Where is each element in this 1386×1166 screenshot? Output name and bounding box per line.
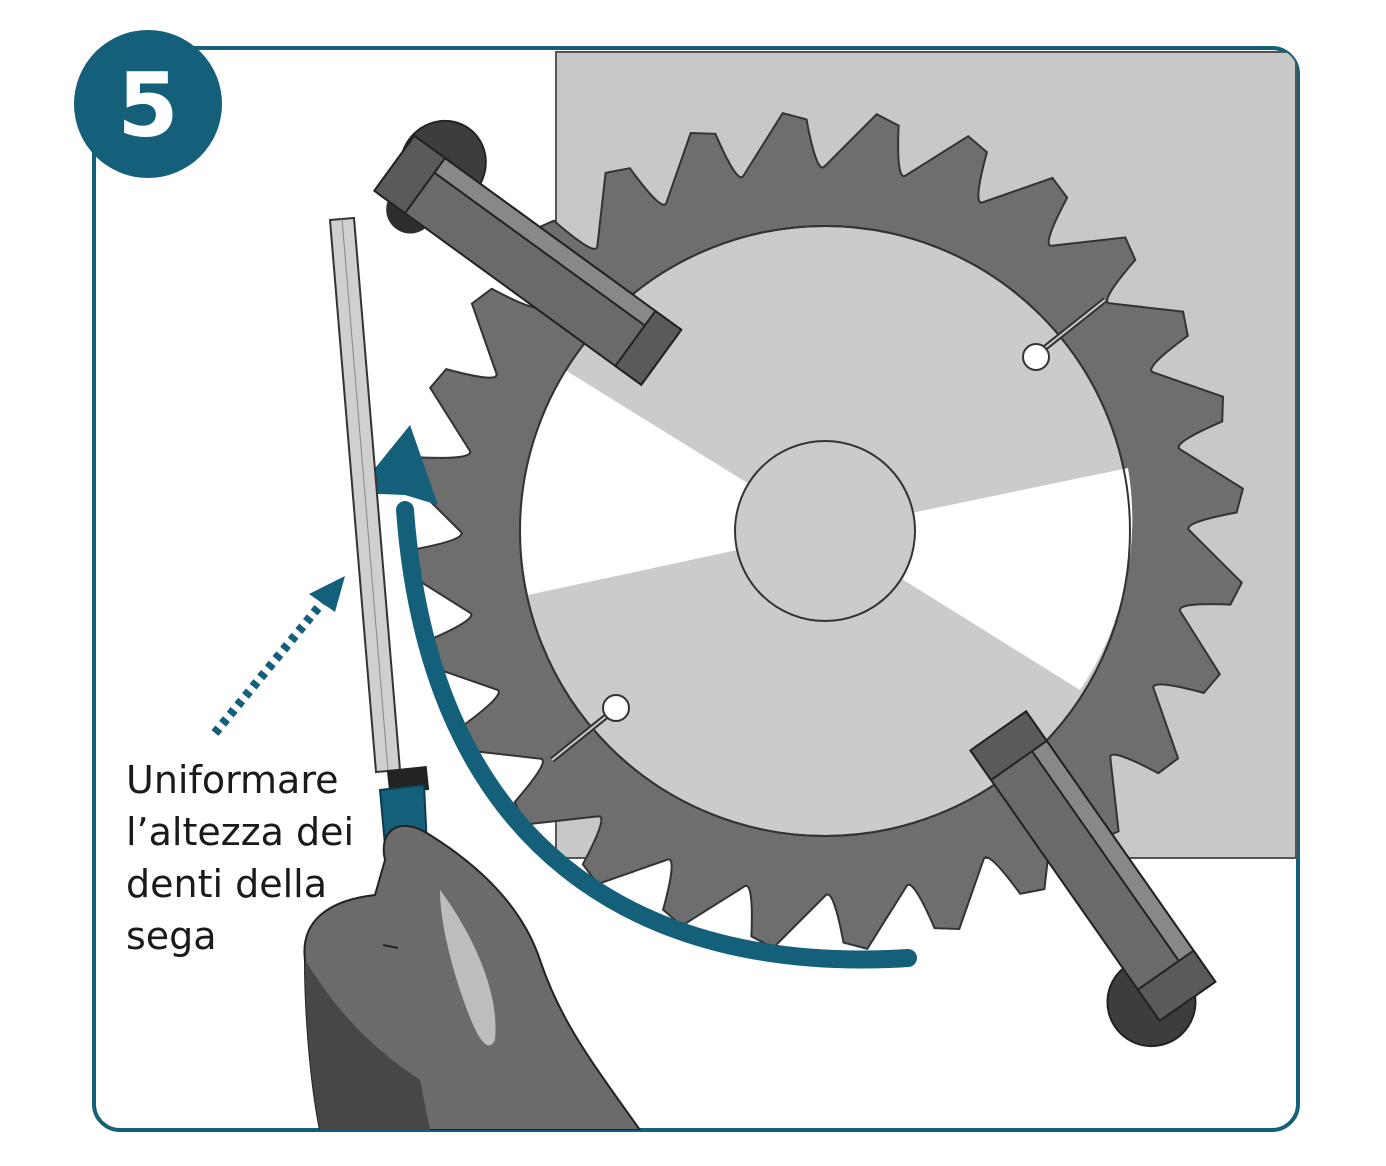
caption-line-3: denti della — [126, 862, 327, 906]
hand-icon — [303, 824, 642, 1130]
caption-line-1: Uniformare — [126, 758, 339, 802]
expansion-slot-lower — [550, 694, 630, 763]
expansion-slot-upper — [1022, 297, 1107, 371]
dotted-direction-arrow-icon — [211, 576, 345, 736]
clamp-icon — [372, 119, 683, 387]
caption: Uniformare l’altezza dei denti della seg… — [126, 758, 354, 958]
caption-line-4: sega — [126, 914, 217, 958]
blade-inner-disc-outline — [519, 225, 1131, 837]
caption-line-2: l’altezza dei — [126, 810, 354, 854]
rotation-arrow-icon — [396, 501, 917, 969]
arbor-hole — [734, 440, 916, 622]
step-number: 5 — [117, 54, 178, 157]
clamp-icon — [968, 710, 1217, 1048]
step-badge: 5 — [74, 30, 222, 178]
